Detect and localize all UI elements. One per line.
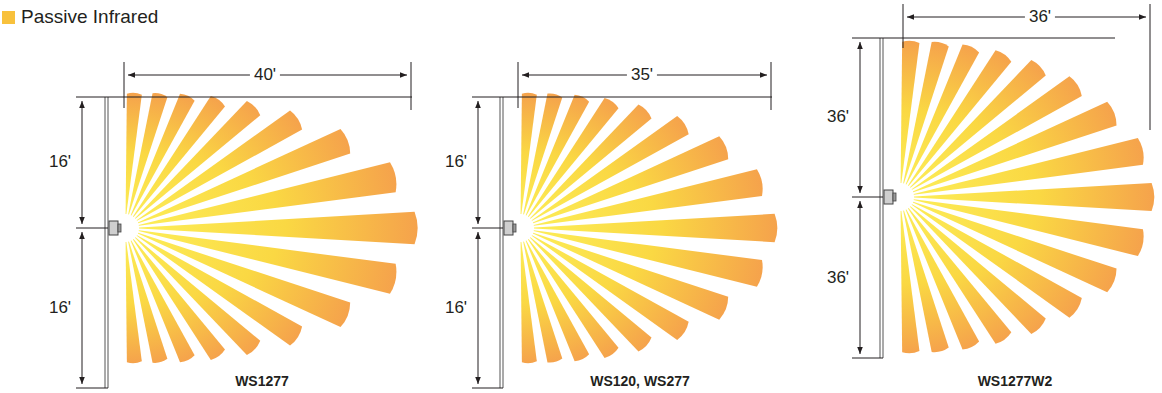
detection-zone xyxy=(532,235,689,340)
detection-zone xyxy=(126,242,142,363)
legend-text: Passive Infrared xyxy=(21,6,158,28)
dimension-label: 35' xyxy=(627,66,657,85)
model-label: WS1277 xyxy=(235,374,289,389)
dimension-label: 36' xyxy=(827,269,849,288)
detection-zone xyxy=(901,211,920,353)
dimension-label: 36' xyxy=(827,108,849,127)
detection-zone xyxy=(908,50,1011,186)
sensor-icons xyxy=(109,190,896,235)
dimension-label: 16' xyxy=(445,299,467,318)
model-label: WS120, WS277 xyxy=(590,374,690,389)
dimension-label: 16' xyxy=(49,299,71,318)
legend-row: Passive Infrared xyxy=(2,6,158,28)
dimension-label: 40' xyxy=(250,66,280,85)
legend-swatch xyxy=(2,11,15,24)
detection-zone xyxy=(521,242,537,363)
model-label: WS1277W2 xyxy=(978,374,1053,389)
detection-zone xyxy=(906,45,979,185)
dimension-label: 36' xyxy=(1025,8,1055,27)
detection-zone xyxy=(137,235,302,345)
dimension-lines xyxy=(76,4,1150,388)
dimension-label: 16' xyxy=(49,153,71,172)
detection-zone xyxy=(912,204,1082,317)
dimension-label: 16' xyxy=(445,153,467,172)
